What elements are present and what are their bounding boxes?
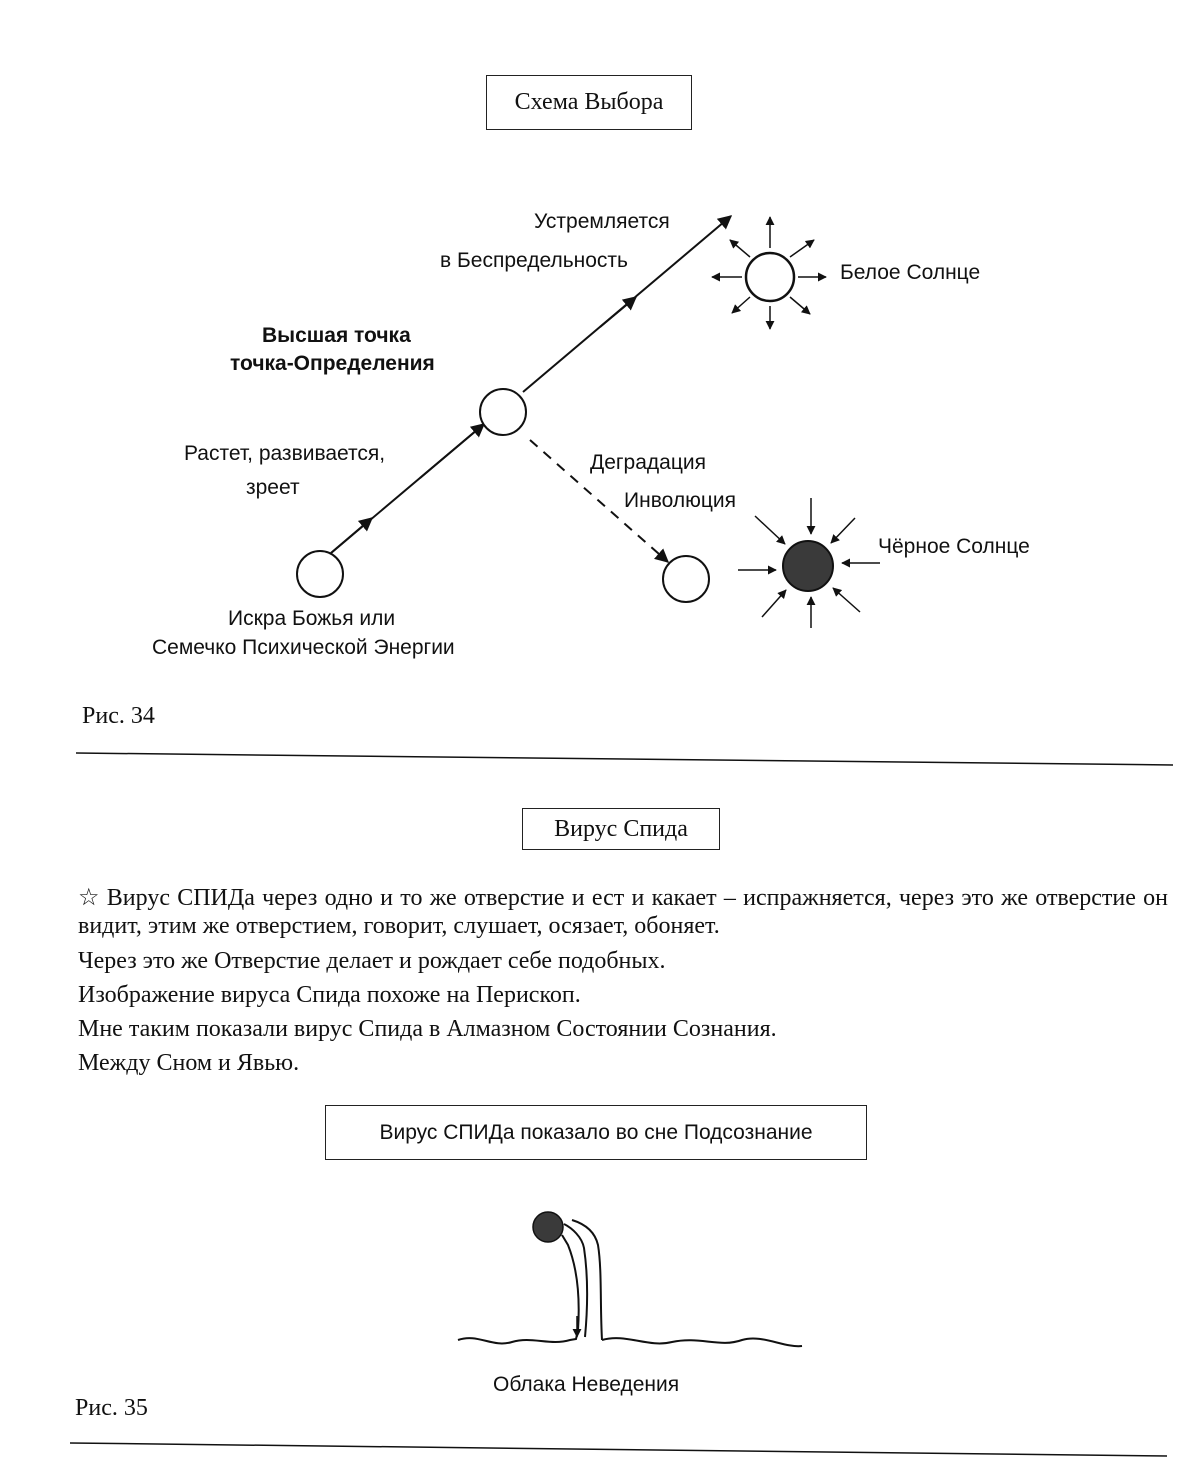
label-white-sun: Белое Солнце: [840, 261, 981, 284]
paragraph: Изображение вируса Спида похоже на Перис…: [78, 982, 581, 1008]
seed-circle: [296, 550, 344, 598]
label-spark-1: Искра Божья или: [228, 607, 396, 630]
white-sun-icon: [711, 216, 827, 330]
periscope-virus-icon: [457, 1211, 803, 1348]
aids-virus-title-box: Вирус Спида: [522, 808, 720, 850]
paragraph: Между Сном и Явью.: [78, 1050, 300, 1076]
paragraph-text: Вирус СПИДа через одно и то же отверстие…: [78, 885, 1169, 939]
ascent-mid-arrow: [599, 296, 638, 328]
label-degradation: Деградация: [590, 451, 706, 474]
paragraph: Мне таким показали вирус Спида в Алмазно…: [78, 1016, 777, 1042]
growth-arrow-top: [419, 423, 486, 479]
separator-line: [69, 1442, 1168, 1457]
dream-caption: Вирус СПИДа показало во сне Подсознание: [379, 1120, 813, 1144]
paragraph: ☆Вирус СПИДа через одно и то же отверсти…: [78, 883, 1168, 940]
dream-caption-box: Вирус СПИДа показало во сне Подсознание: [325, 1105, 867, 1160]
star-icon: ☆: [78, 883, 101, 911]
label-grow-2: зреет: [246, 476, 300, 499]
choice-scheme-title: Схема Выбора: [514, 89, 664, 115]
label-involution: Инволюция: [624, 489, 736, 512]
degradation-line: [529, 439, 670, 563]
label-high-point-2: точка-Определения: [230, 352, 435, 375]
virus-description: ☆Вирус СПИДа через одно и то же отверсти…: [78, 883, 1168, 1078]
growth-arrow: [330, 517, 374, 554]
involution-circle: [662, 555, 710, 603]
high-point-circle: [479, 388, 527, 436]
black-sun-icon: [738, 498, 880, 628]
separator-line: [75, 752, 1174, 766]
choice-scheme-title-box: Схема Выбора: [486, 75, 692, 130]
label-grow-1: Растет, развивается,: [184, 442, 386, 465]
label-high-point-1: Высшая точка: [262, 324, 411, 347]
label-rise-line-1: Устремляется: [534, 210, 670, 233]
figure-34-caption: Рис. 34: [82, 703, 155, 729]
label-black-sun: Чёрное Солнце: [878, 535, 1030, 558]
figure-35-caption: Рис. 35: [75, 1395, 148, 1421]
clouds-label: Облака Неведения: [493, 1373, 680, 1396]
paragraph: Через это же Отверстие делает и рождает …: [78, 948, 666, 974]
label-spark-2: Семечко Психической Энергии: [152, 636, 455, 659]
label-rise-line-2: в Беспредельность: [440, 249, 628, 272]
aids-virus-title: Вирус Спида: [554, 815, 688, 842]
